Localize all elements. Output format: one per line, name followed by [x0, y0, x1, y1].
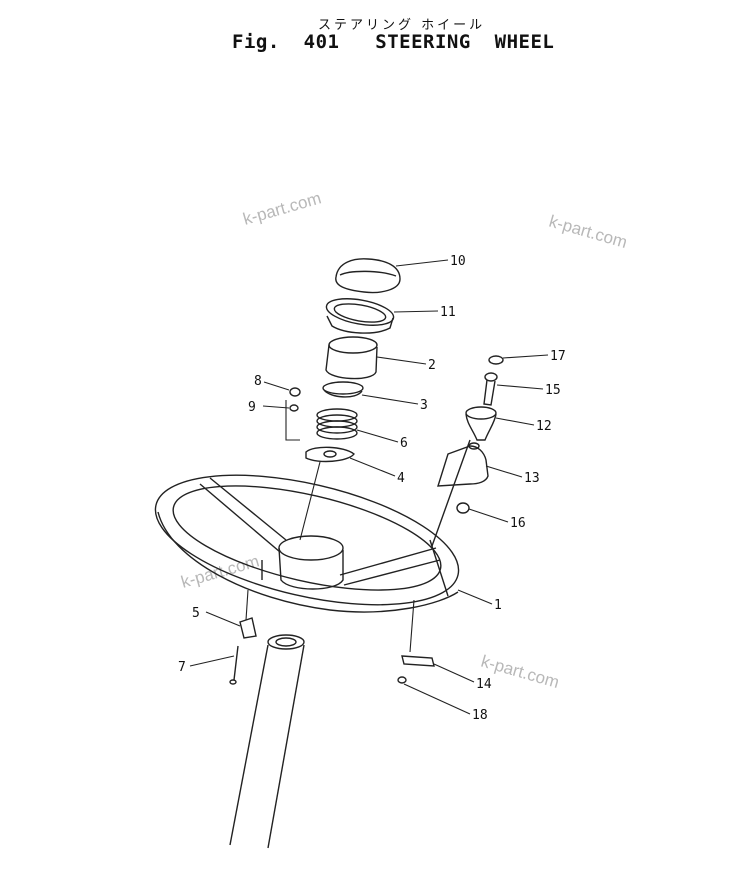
part-18-screw — [397, 676, 407, 684]
callout-5: 5 — [192, 606, 200, 621]
part-9-washer — [289, 404, 299, 412]
callout-labels: 10 11 2 8 3 9 6 4 17 15 12 13 16 1 5 7 1… — [178, 254, 566, 723]
callout-16: 16 — [510, 516, 526, 531]
callout-4: 4 — [397, 471, 405, 486]
callout-17: 17 — [550, 349, 566, 364]
part-12-knob — [465, 406, 497, 441]
part-8-nut — [289, 387, 301, 397]
part-14-clamp — [401, 599, 435, 667]
figure-subtitle: ステアリング ホイール — [318, 18, 486, 33]
callout-10: 10 — [450, 254, 466, 269]
leader-lines — [189, 259, 549, 715]
callout-11: 11 — [440, 305, 456, 320]
callout-13: 13 — [524, 471, 540, 486]
callout-14: 14 — [476, 677, 492, 692]
watermark: k-part.com — [241, 188, 323, 228]
callout-18: 18 — [472, 708, 488, 723]
watermark: k-part.com — [547, 212, 629, 252]
figure-title: Fig. 401 STEERING WHEEL — [232, 31, 555, 53]
part-5-bracket — [239, 589, 257, 639]
part-3-cup — [322, 381, 364, 398]
callout-7: 7 — [178, 660, 186, 675]
part-1-steering-wheel — [154, 439, 471, 613]
part-2-hub — [325, 336, 378, 380]
part-16-nut — [456, 502, 470, 514]
part-4-plate — [305, 446, 355, 463]
callout-2: 2 — [428, 358, 436, 373]
callout-12: 12 — [536, 419, 552, 434]
part-6-spring — [316, 408, 358, 440]
part-15-bolt — [483, 372, 498, 406]
callout-1: 1 — [494, 598, 502, 613]
callout-9: 9 — [248, 400, 256, 415]
part-17-cap — [488, 355, 504, 365]
callout-6: 6 — [400, 436, 408, 451]
part-13-housing — [437, 442, 489, 487]
callout-15: 15 — [545, 383, 561, 398]
steering-column — [229, 634, 305, 849]
part-10-horn-cap — [335, 258, 401, 294]
part-11-ring — [325, 298, 395, 334]
part-7-bolt — [229, 645, 239, 685]
callout-3: 3 — [420, 398, 428, 413]
callout-8: 8 — [254, 374, 262, 389]
